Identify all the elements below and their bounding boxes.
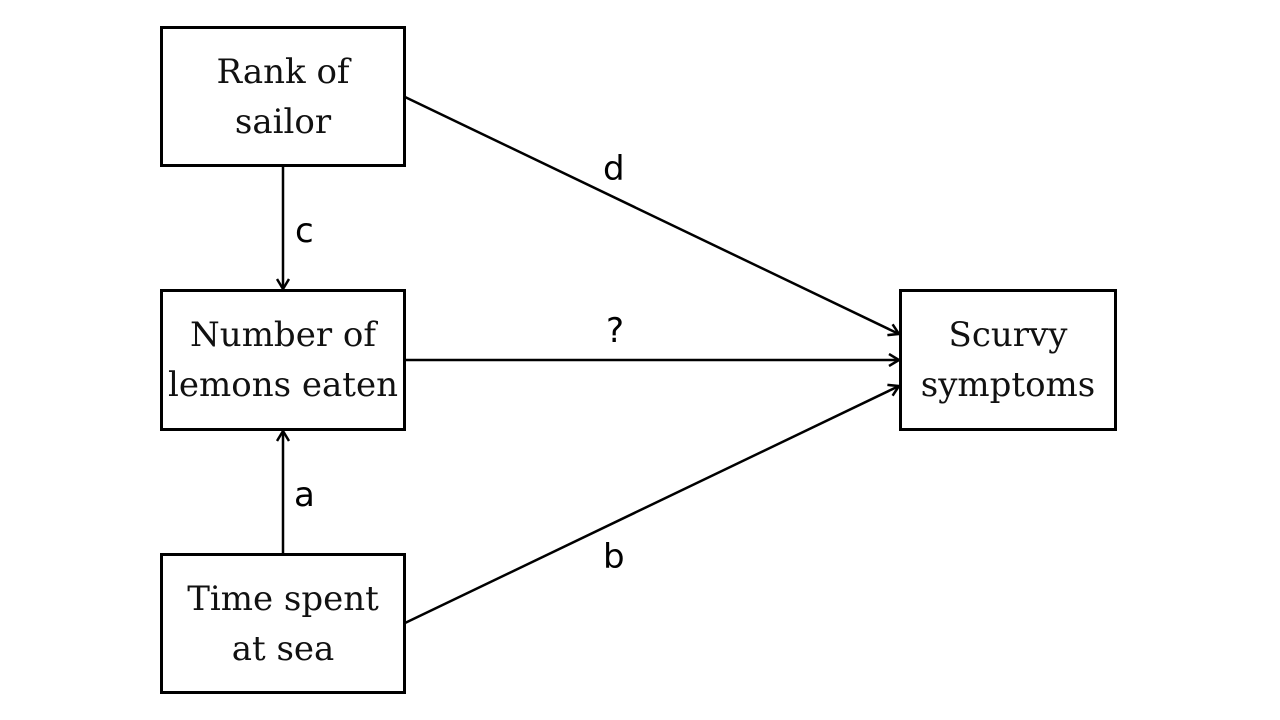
edge-label-question: ? [606, 311, 625, 351]
edge-label-b: b [603, 537, 625, 577]
node-lemons-line2: lemons eaten [168, 365, 398, 405]
node-lemons-eaten: Number of lemons eaten [160, 289, 406, 431]
node-rank-line2: sailor [234, 101, 332, 142]
edge-d-arrow [404, 95, 899, 334]
edge-label-a: a [294, 475, 315, 515]
node-time-line1: Time spent [187, 578, 379, 619]
node-scurvy-line2: symptoms [920, 365, 1096, 405]
node-time-at-sea: Time spent at sea [160, 553, 406, 694]
node-rank-line1: Rank of [216, 51, 350, 92]
node-scurvy-symptoms: Scurvy symptoms [899, 289, 1117, 431]
node-scurvy-line1: Scurvy [948, 315, 1068, 355]
edge-label-c: c [295, 211, 314, 251]
edge-b-arrow [404, 386, 899, 625]
node-lemons-line1: Number of [190, 315, 376, 355]
node-time-line2: at sea [231, 628, 335, 669]
edge-label-d: d [603, 149, 625, 189]
node-rank-of-sailor: Rank of sailor [160, 26, 406, 167]
